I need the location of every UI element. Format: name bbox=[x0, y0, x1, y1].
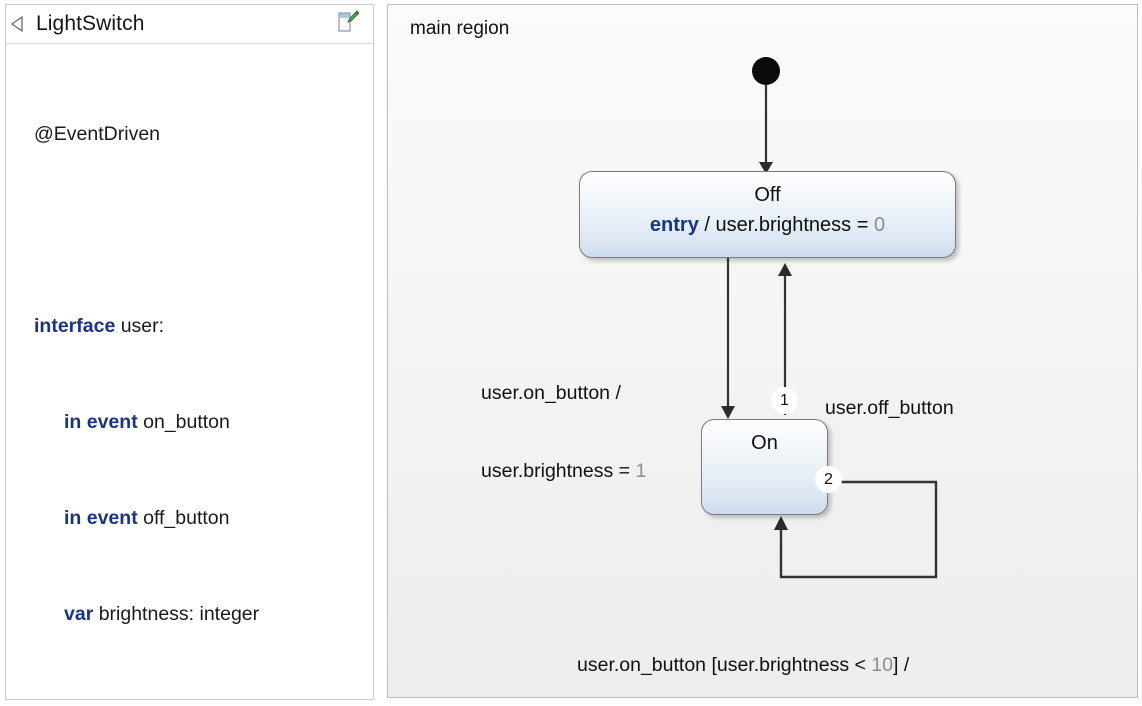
keyword-interface: interface bbox=[34, 315, 116, 337]
editor-header: LightSwitch bbox=[6, 5, 373, 44]
guard-text-suffix: ] / bbox=[893, 654, 910, 676]
statechart-canvas[interactable]: main region Off entry / user.brightness … bbox=[387, 4, 1138, 698]
transition-action-text: user.brightness = bbox=[481, 460, 636, 482]
header-icons bbox=[337, 9, 373, 39]
state-node-on[interactable]: On bbox=[701, 419, 828, 515]
transition-priority-badge-1[interactable]: 1 bbox=[771, 387, 798, 414]
code-line-interface: interface user: bbox=[34, 310, 373, 342]
var-name-brightness: brightness: integer bbox=[93, 603, 260, 625]
page-title: LightSwitch bbox=[36, 12, 145, 35]
transition-label-line-2: user.brightness = 1 bbox=[481, 458, 646, 484]
transition-label-on-to-off[interactable]: user.off_button bbox=[825, 343, 954, 473]
code-line-var: var brightness: integer bbox=[34, 598, 373, 630]
initial-state-node[interactable] bbox=[752, 57, 780, 85]
code-line-event-on: in event on_button bbox=[34, 406, 373, 438]
code-blank-line bbox=[34, 214, 373, 246]
annotation-text: @EventDriven bbox=[34, 123, 161, 145]
keyword-in-event: in event bbox=[64, 411, 138, 433]
textual-editor-panel: LightSwitch @EventDriven interface user:… bbox=[5, 4, 374, 700]
transition-label-off-to-on[interactable]: user.on_button / user.brightness = 1 bbox=[481, 328, 646, 536]
guard-value: 10 bbox=[871, 654, 894, 676]
state-name-off: Off bbox=[754, 184, 781, 206]
code-line-annotation: @EventDriven bbox=[34, 118, 373, 150]
keyword-in-event: in event bbox=[64, 507, 138, 529]
transition-label-line-1: user.on_button [user.brightness < 10] / bbox=[577, 652, 909, 678]
interface-name: user: bbox=[115, 315, 165, 337]
model-source-code[interactable]: @EventDriven interface user: in event on… bbox=[6, 44, 373, 694]
entry-action-text: / user.brightness = bbox=[698, 214, 874, 236]
document-edit-icon[interactable] bbox=[337, 9, 360, 39]
transition-label-line-1: user.off_button bbox=[825, 397, 954, 419]
state-entry-action-off: entry / user.brightness = 0 bbox=[580, 214, 955, 237]
event-name-on-button: on_button bbox=[137, 411, 230, 433]
transition-label-on-self-loop[interactable]: user.on_button [user.brightness < 10] / … bbox=[577, 600, 909, 697]
code-line-event-off: in event off_button bbox=[34, 502, 373, 534]
triangle-left-icon[interactable] bbox=[6, 5, 28, 43]
state-name-on: On bbox=[751, 432, 778, 454]
event-name-off-button: off_button bbox=[137, 507, 230, 529]
transition-label-line-1: user.on_button / bbox=[481, 382, 621, 404]
keyword-entry: entry bbox=[649, 214, 699, 236]
transition-priority-badge-2[interactable]: 2 bbox=[815, 466, 842, 493]
state-node-off[interactable]: Off entry / user.brightness = 0 bbox=[579, 171, 956, 258]
transition-action-value: 1 bbox=[635, 460, 647, 482]
guard-text-prefix: user.on_button [user.brightness < bbox=[577, 654, 872, 676]
entry-action-value: 0 bbox=[873, 214, 886, 236]
region-label: main region bbox=[410, 18, 510, 39]
keyword-var: var bbox=[64, 603, 94, 625]
